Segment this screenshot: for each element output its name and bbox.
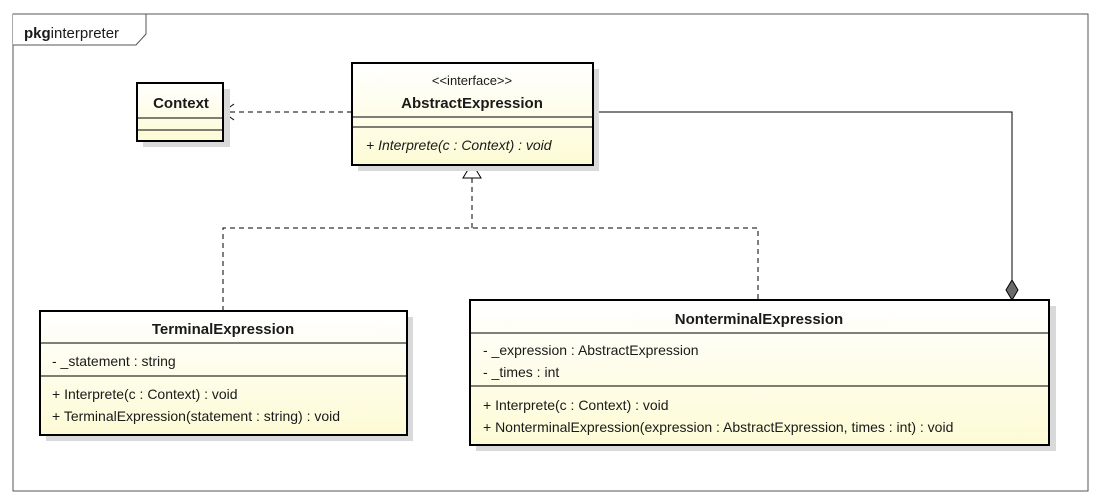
relationships — [222, 103, 1019, 311]
attribute-statement: - _statement : string — [52, 353, 176, 369]
operation-interprete: + Interprete(c : Context) : void — [366, 137, 553, 153]
composition-diamond — [1005, 279, 1019, 301]
operation-interprete: + Interprete(c : Context) : void — [483, 397, 669, 413]
class-nonterminal-expression[interactable]: NonterminalExpression - _expression : Ab… — [469, 299, 1056, 451]
operation-constructor: + TerminalExpression(statement : string)… — [52, 408, 340, 424]
class-abstract-expression[interactable]: <<interface>> AbstractExpression + Inter… — [351, 62, 599, 171]
class-name-nonterminal-expression: NonterminalExpression — [675, 311, 843, 328]
composition-connector — [593, 111, 1019, 301]
operation-interprete: + Interprete(c : Context) : void — [52, 386, 238, 402]
dependency-arrow — [222, 103, 352, 121]
class-terminal-expression[interactable]: TerminalExpression - _statement : string… — [39, 310, 413, 441]
class-name-terminal-expression: TerminalExpression — [152, 321, 294, 338]
realization-connector — [222, 162, 759, 311]
stereotype-interface: <<interface>> — [432, 73, 512, 88]
attribute-times: - _times : int — [483, 364, 559, 380]
operation-constructor: + NonterminalExpression(expression : Abs… — [483, 419, 953, 435]
package-name: interpreter — [51, 25, 119, 42]
attribute-expression: - _expression : AbstractExpression — [483, 342, 699, 358]
package-keyword: pkg — [24, 25, 51, 42]
class-name-context: Context — [153, 95, 209, 112]
package-label: pkginterpreter — [24, 25, 119, 42]
class-name-abstract-expression: AbstractExpression — [401, 95, 543, 112]
package-frame: pkginterpreter — [12, 13, 1089, 492]
class-context[interactable]: Context — [136, 82, 230, 147]
